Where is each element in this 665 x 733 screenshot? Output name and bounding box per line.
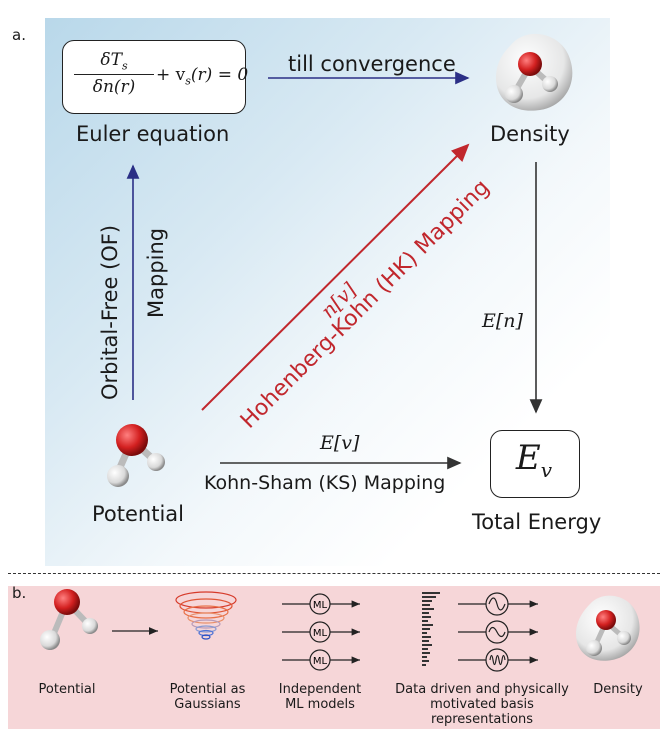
- energy-box-e: E: [515, 438, 541, 478]
- ml-tag-3: ML: [313, 656, 328, 667]
- panel-b-caption-gaussians: Potential as Gaussians: [169, 682, 246, 712]
- ml-models-icon: [282, 593, 360, 671]
- panel-divider: [8, 573, 660, 574]
- panel-b-label: b.: [12, 584, 27, 602]
- energy-box-text: Ev: [490, 438, 578, 482]
- euler-equation-label: Euler equation: [76, 122, 230, 146]
- till-convergence-label: till convergence: [288, 52, 456, 76]
- total-energy-box: [490, 430, 580, 498]
- total-energy-label: Total Energy: [472, 510, 602, 534]
- gaussian-funnel-icon: [175, 591, 237, 640]
- hk-mapping-arrow: [201, 143, 470, 411]
- ev-label: E[v]: [320, 432, 360, 454]
- of-mapping-label: Mapping: [144, 227, 168, 318]
- euler-equation-box: [62, 40, 246, 114]
- en-label: E[n]: [482, 310, 523, 332]
- euler-fraction: δTs δn(r): [74, 50, 154, 97]
- density-molecule-icon: [496, 33, 573, 111]
- density-label: Density: [490, 122, 570, 146]
- panel-b-caption-ml-models: Independent ML models: [278, 682, 362, 712]
- euler-rest-sub: s: [185, 74, 191, 88]
- potential-molecule-icon: [107, 424, 165, 487]
- ks-mapping-label: Kohn-Sham (KS) Mapping: [204, 472, 446, 494]
- of-label: Orbital-Free (OF): [98, 224, 122, 400]
- euler-frac-num-sub: s: [121, 59, 128, 73]
- energy-box-sub: v: [540, 457, 553, 482]
- basis-bars-icon: [422, 592, 440, 666]
- panel-b-background: [8, 586, 660, 729]
- ml-tag-2: ML: [313, 628, 328, 639]
- euler-plus-v: + v: [156, 65, 186, 85]
- panel-a-arrows: [126, 71, 543, 470]
- basis-functions-icon: [458, 592, 538, 672]
- euler-frac-num: δT: [100, 50, 122, 70]
- panel-a-label: a.: [12, 26, 26, 44]
- euler-frac-den: δn(r): [92, 77, 136, 98]
- panel-b-caption-potential: Potential: [38, 682, 96, 697]
- panel-b-caption-basis: Data driven and physically motivated bas…: [395, 682, 569, 727]
- panel-b-caption-density: Density: [593, 682, 643, 697]
- potential-label: Potential: [92, 502, 184, 526]
- panel-b-density-molecule-icon: [576, 595, 640, 661]
- euler-rest-tail: (r) = 0: [190, 65, 249, 85]
- panel-b-potential-molecule-icon: [40, 589, 98, 650]
- euler-rest: + vs(r) = 0: [156, 65, 248, 87]
- panel-b-graphics: ML ML ML: [40, 589, 640, 672]
- ml-tag-1: ML: [313, 600, 328, 611]
